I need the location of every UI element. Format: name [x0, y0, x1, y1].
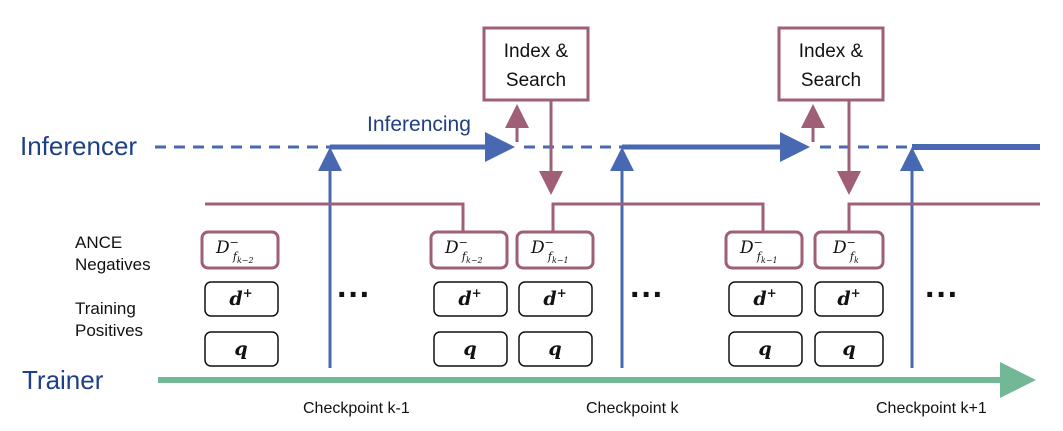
ance-label-line2: Negatives	[75, 255, 151, 274]
checkpoint-label-3: Checkpoint k+1	[876, 400, 987, 417]
index-search-1-line1: Index &	[504, 41, 569, 62]
dplus-box-5: d+	[814, 281, 884, 317]
index-search-2-line1: Index &	[799, 41, 864, 62]
svg-text:D−fk−1: D−fk−1	[530, 236, 569, 265]
svg-text:D−fk: D−fk	[832, 236, 859, 265]
neg-box-2: D−fk−2	[429, 230, 509, 270]
svg-text:D−fk−2: D−fk−2	[215, 236, 254, 265]
svg-text:d+: d+	[229, 286, 252, 310]
trainer-label: Trainer	[22, 365, 104, 395]
checkpoint-label-1: Checkpoint k-1	[303, 400, 410, 417]
index-search-2-line2: Search	[801, 70, 861, 91]
neg-box-5: D−fk	[813, 230, 885, 270]
maroon-flow-lines	[205, 100, 1040, 232]
dplus-box-1: d+	[204, 281, 279, 317]
q-box-1: q	[204, 331, 279, 367]
q-box-5: q	[814, 331, 884, 367]
svg-text:d+: d+	[837, 286, 860, 310]
dplus-box-4: d+	[728, 281, 803, 317]
training-label-line1: Training	[75, 299, 136, 318]
neg-box-3: D−fk−1	[515, 230, 595, 270]
ellipsis-2: ···	[630, 276, 664, 314]
svg-text:q: q	[548, 338, 561, 360]
q-box-3: q	[518, 331, 593, 367]
svg-text:d+: d+	[543, 286, 566, 310]
q-box-4: q	[728, 331, 803, 367]
svg-text:d+: d+	[458, 286, 481, 310]
svg-text:q: q	[842, 338, 855, 360]
index-search-1-line2: Search	[506, 70, 566, 91]
ellipsis-1: ···	[337, 276, 371, 314]
svg-text:D−fk−1: D−fk−1	[739, 236, 778, 265]
index-search-box-2: Index & Search	[777, 26, 885, 102]
checkpoint-label-2: Checkpoint k	[586, 400, 679, 417]
training-label-line2: Positives	[75, 321, 143, 340]
ellipsis-3: ···	[925, 276, 959, 314]
inferencer-label: Inferencer	[20, 131, 137, 161]
dplus-box-3: d+	[518, 281, 593, 317]
ance-label-line1: ANCE	[75, 233, 122, 252]
svg-text:D−fk−2: D−fk−2	[444, 236, 483, 265]
svg-text:q: q	[758, 338, 771, 360]
svg-text:d+: d+	[753, 286, 776, 310]
svg-text:q: q	[234, 338, 247, 360]
index-search-box-1: Index & Search	[482, 26, 590, 102]
neg-box-1: D−fk−2	[200, 230, 280, 270]
svg-text:q: q	[463, 338, 476, 360]
neg-box-4: D−fk−1	[724, 230, 804, 270]
dplus-box-2: d+	[433, 281, 508, 317]
inferencing-label: Inferencing	[367, 113, 471, 136]
q-box-2: q	[433, 331, 508, 367]
